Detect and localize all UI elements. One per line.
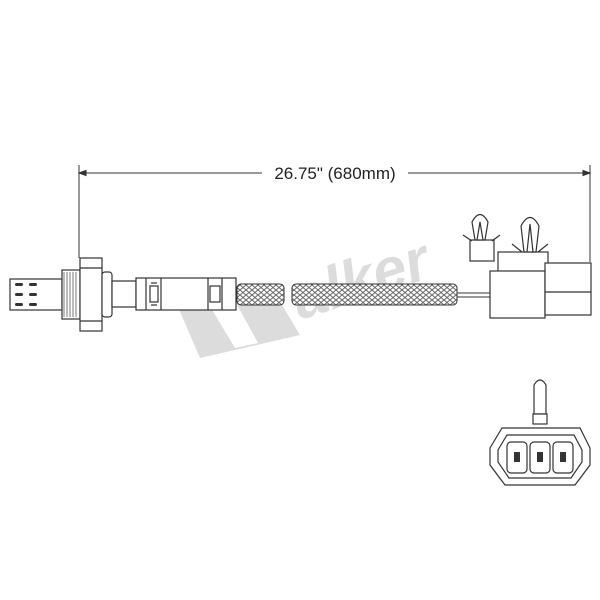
thread-lines: [63, 272, 77, 317]
oxygen-sensor: [9, 257, 237, 332]
connector-face-view: [489, 379, 591, 486]
probe-vents: [15, 283, 37, 306]
dimension-line: [77, 165, 592, 262]
washer: [101, 271, 113, 318]
retainer-clip-1: [471, 213, 489, 241]
arrow-right-icon: [582, 169, 592, 177]
connector-housing: [489, 270, 546, 319]
svg-text:alker: alker: [283, 224, 440, 332]
face-clip: [533, 379, 547, 415]
retainer-clip-2: [520, 216, 540, 253]
arrow-left-icon: [77, 169, 87, 177]
connector-plug: [544, 262, 592, 316]
hex-nut: [79, 257, 103, 332]
connector-side-view: [462, 213, 592, 319]
braided-cable: [236, 283, 492, 306]
sensor-thread: [61, 269, 81, 320]
clip-base: [469, 239, 495, 262]
dimension-label: 26.75" (680mm): [274, 164, 395, 183]
sensor-shell: [111, 280, 137, 308]
